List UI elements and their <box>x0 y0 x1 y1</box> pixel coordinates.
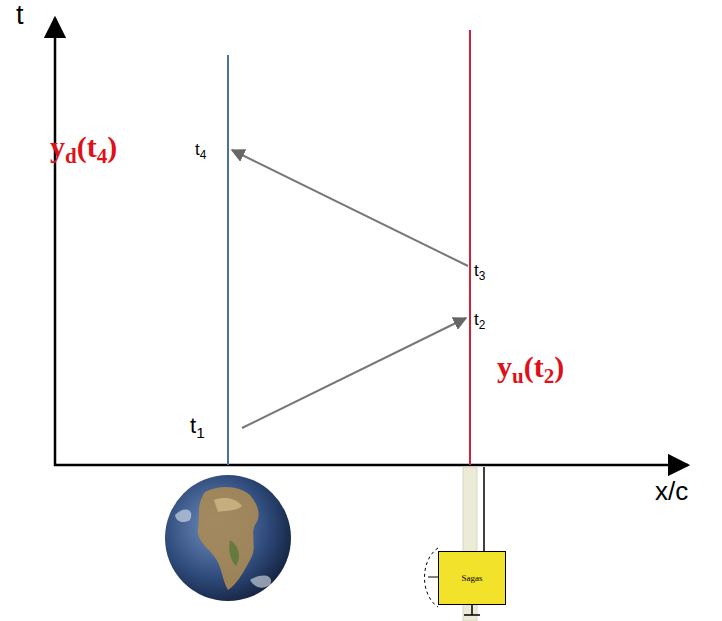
earth-worldline <box>227 55 229 465</box>
node-label: Sagas <box>462 574 483 583</box>
uplink-signal <box>242 318 466 428</box>
event-label: t3 <box>474 262 485 279</box>
probe-worldline <box>469 30 471 465</box>
signal-label: yd(t4) <box>50 132 117 162</box>
event-label: t4 <box>195 141 206 158</box>
earth-globe <box>165 475 291 601</box>
axis-label: x/c <box>655 478 688 504</box>
event-label: t1 <box>190 415 205 437</box>
space-axis <box>54 464 688 467</box>
time-axis <box>54 18 57 466</box>
event-label: t2 <box>474 311 485 328</box>
spacecraft-box: Sagas <box>438 551 506 605</box>
downlink-signal <box>232 150 468 266</box>
signal-label: yu(t2) <box>497 352 564 382</box>
axis-label: t <box>16 2 24 29</box>
